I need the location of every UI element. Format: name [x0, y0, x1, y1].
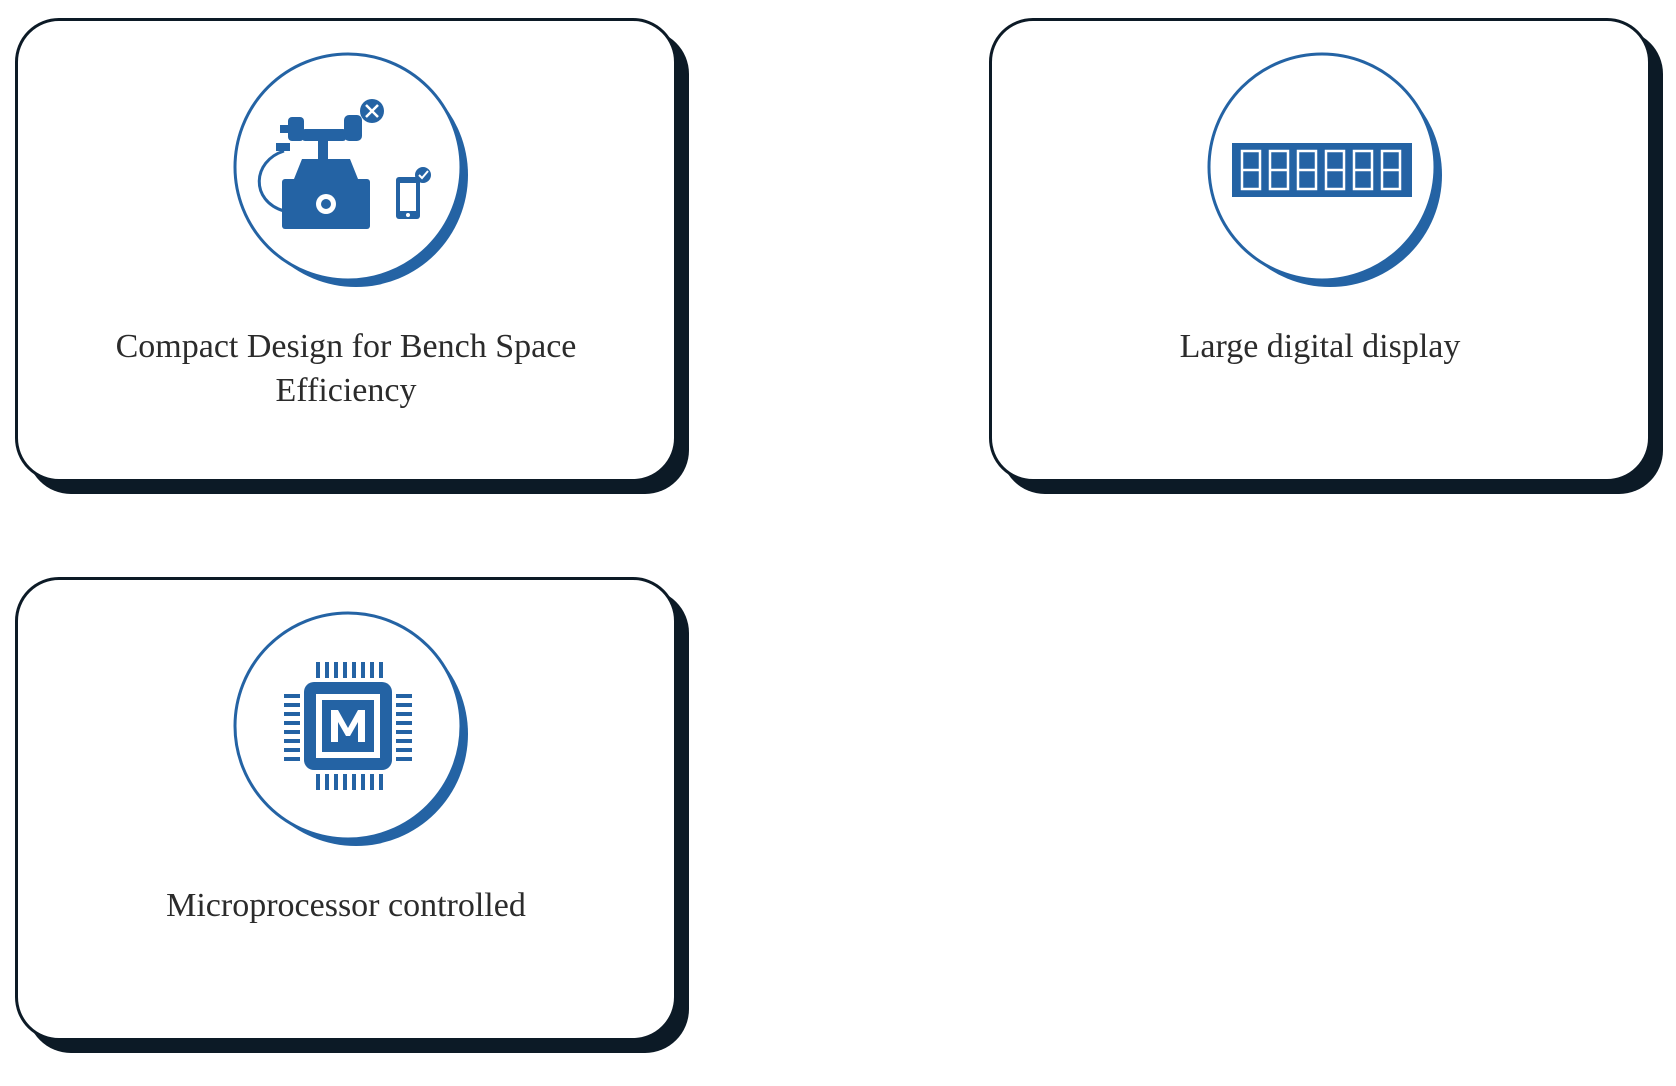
digital-display-icon [1206, 51, 1446, 291]
feature-card-compact-design: Compact Design for Bench Space Efficienc… [15, 18, 677, 482]
microprocessor-chip-icon [232, 610, 472, 850]
telephone-smartphone-icon [232, 51, 472, 291]
feature-label: Compact Design for Bench Space Efficienc… [115, 328, 577, 409]
feature-card-digital-display: Large digital display [989, 18, 1651, 482]
feature-label: Microprocessor controlled [166, 887, 526, 924]
feature-label: Large digital display [1179, 328, 1461, 365]
feature-card-microprocessor: Microprocessor controlled [15, 577, 677, 1041]
